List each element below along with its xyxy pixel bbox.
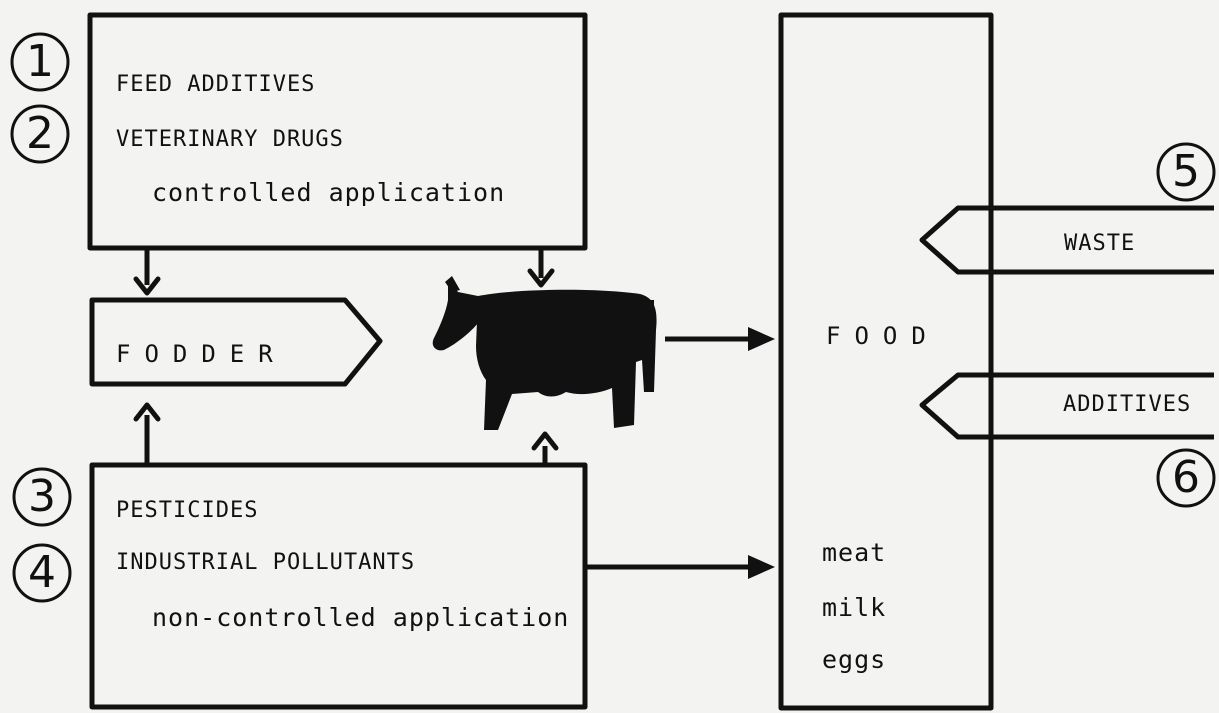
additives-shape <box>919 372 1214 440</box>
circle-6 <box>1156 448 1216 508</box>
non-controlled-application-label: non-controlled application <box>152 603 570 632</box>
number-2: 2 <box>26 108 54 159</box>
waste-label: WASTE <box>1064 231 1136 256</box>
cow-icon <box>432 276 657 430</box>
waste-shape <box>919 205 1214 275</box>
fodder-shape <box>89 297 383 387</box>
pesticides-label: PESTICIDES <box>116 498 259 523</box>
controlled-application-label: controlled application <box>152 178 506 207</box>
food-box <box>778 12 994 711</box>
circle-1 <box>10 32 70 92</box>
number-6: 6 <box>1172 452 1200 503</box>
veterinary-drugs-label: VETERINARY DRUGS <box>116 127 344 152</box>
circle-3 <box>12 467 72 527</box>
industrial-pollutants-label: INDUSTRIAL POLLUTANTS <box>116 550 416 575</box>
feed-additives-label: FEED ADDITIVES <box>116 72 316 97</box>
number-4: 4 <box>28 547 56 598</box>
food-title: FOOD <box>826 322 940 350</box>
additives-label: ADDITIVES <box>1063 392 1192 417</box>
circle-2 <box>10 104 70 164</box>
food-item-eggs: eggs <box>822 645 887 674</box>
number-3: 3 <box>28 471 56 522</box>
food-item-milk: milk <box>822 593 887 622</box>
circle-4 <box>12 543 72 603</box>
top-box <box>87 12 588 251</box>
fodder-label: FODDER <box>116 340 287 368</box>
circle-5 <box>1156 142 1216 202</box>
number-1: 1 <box>26 36 54 87</box>
food-item-meat: meat <box>822 538 887 567</box>
number-5: 5 <box>1172 146 1200 197</box>
bottom-box <box>89 462 588 710</box>
